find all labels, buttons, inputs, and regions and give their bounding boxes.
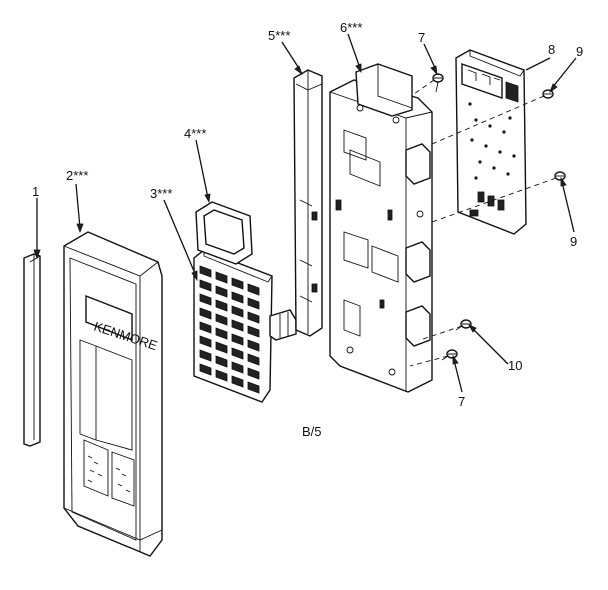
keypad-key <box>215 355 228 368</box>
keypad-key <box>215 313 228 326</box>
keypad-key <box>199 307 212 320</box>
keypad-key <box>247 381 260 394</box>
keypad-key <box>215 285 228 298</box>
keypad-key <box>215 369 228 382</box>
solder-dot <box>470 138 474 142</box>
solder-dot <box>474 176 478 180</box>
keypad-key <box>199 363 212 376</box>
keypad-key <box>247 339 260 352</box>
keypad-key <box>231 347 244 360</box>
solder-dot <box>474 118 478 122</box>
keypad-key <box>247 297 260 310</box>
page-reference: B/5 <box>302 424 322 439</box>
screws <box>432 73 566 361</box>
screw-9-middle <box>554 171 566 181</box>
keypad-key <box>231 375 244 388</box>
alignment-lines <box>409 79 557 367</box>
part-6-chassis <box>329 63 433 393</box>
callout-9-bottom: 9 <box>570 234 577 249</box>
keypad-key <box>215 327 228 340</box>
keypad-key <box>231 333 244 346</box>
keypad-key <box>199 335 212 348</box>
solder-dot <box>508 116 512 120</box>
leader-lines <box>33 33 577 393</box>
keypad-key <box>231 291 244 304</box>
part-5-side-bracket <box>293 69 323 337</box>
callout-7-top: 7 <box>418 30 425 45</box>
keypad-key <box>247 311 260 324</box>
screw-7-bottom <box>441 349 458 361</box>
callout-5: 5*** <box>268 28 290 43</box>
keypad-key <box>247 353 260 366</box>
keypad-key <box>247 283 260 296</box>
callout-7-bottom: 7 <box>458 394 465 409</box>
part-8-circuit-board <box>455 49 527 235</box>
callout-6: 6*** <box>340 20 362 35</box>
screw-7-top <box>432 73 444 93</box>
part-4-window-gasket <box>195 201 253 265</box>
keypad-key <box>199 321 212 334</box>
solder-dot <box>498 150 502 154</box>
callout-9-top: 9 <box>576 44 583 59</box>
callouts: 1 2*** 3*** 4*** 5*** 6*** 7 7 8 9 9 10 <box>32 20 583 409</box>
solder-dot <box>502 130 506 134</box>
keypad-key <box>215 299 228 312</box>
solder-dot <box>478 160 482 164</box>
solder-dot <box>492 166 496 170</box>
callout-8: 8 <box>548 42 555 57</box>
callout-10: 10 <box>508 358 522 373</box>
keypad-key <box>231 361 244 374</box>
callout-1: 1 <box>32 184 39 199</box>
part-1-trim-strip <box>23 253 41 447</box>
solder-dot <box>484 144 488 148</box>
keypad-key <box>199 293 212 306</box>
keypad-key <box>199 279 212 292</box>
solder-dot <box>468 102 472 106</box>
part-3-keypad <box>193 249 297 403</box>
part-2-control-panel-frame: KENMORE <box>63 231 163 557</box>
keypad-key <box>199 265 212 278</box>
keypad-key <box>215 271 228 284</box>
keypad-key <box>247 325 260 338</box>
callout-4: 4*** <box>184 126 206 141</box>
keypad-key <box>247 367 260 380</box>
keypad-key <box>199 349 212 362</box>
keypad-key <box>231 277 244 290</box>
solder-dot <box>506 172 510 176</box>
keypad-key <box>231 319 244 332</box>
keypad-key <box>231 305 244 318</box>
solder-dot <box>512 154 516 158</box>
keypad-key <box>215 341 228 354</box>
callout-3: 3*** <box>150 186 172 201</box>
callout-2: 2*** <box>66 168 88 183</box>
solder-dot <box>488 124 492 128</box>
